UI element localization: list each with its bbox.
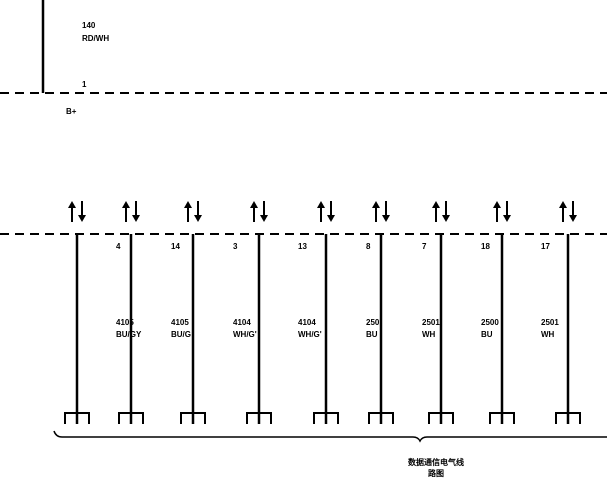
wire-color-3: WH/G'	[298, 330, 322, 339]
wire-pin-3: 13	[298, 242, 307, 251]
terminal-5	[368, 412, 394, 424]
top-wire-color: RD/WH	[82, 34, 110, 43]
terminal-2	[180, 412, 206, 424]
wire-pin-0: 4	[116, 242, 121, 251]
wire-circuit-4: 250	[366, 318, 380, 327]
wire-circuit-1: 4105	[171, 318, 189, 327]
bidirectional-arrow-icon	[184, 201, 202, 222]
wire-pin-7: 17	[541, 242, 550, 251]
wire-circuit-5: 2501	[422, 318, 440, 327]
top-wire-pin: 1	[82, 80, 87, 89]
wire-color-1: BU/G	[171, 330, 191, 339]
bidirectional-arrow-icon	[122, 201, 140, 222]
arrow-layer	[68, 201, 577, 222]
terminal-4	[313, 412, 339, 424]
bidirectional-arrow-icon	[250, 201, 268, 222]
wire-circuit-7: 2501	[541, 318, 559, 327]
bidirectional-arrow-icon	[68, 201, 86, 222]
terminal-6	[428, 412, 454, 424]
bus-bracket	[53, 430, 607, 443]
wire-pin-6: 18	[481, 242, 490, 251]
bplus-label: B+	[66, 107, 77, 116]
top-wire-circuit: 140	[82, 21, 96, 30]
wire-pin-2: 3	[233, 242, 238, 251]
diagram-caption: 数据通信电气线 路图	[398, 457, 474, 479]
wire-layer	[75, 234, 570, 424]
terminal-8	[555, 412, 581, 424]
wire-circuit-6: 2500	[481, 318, 499, 327]
terminal-0	[64, 412, 90, 424]
bidirectional-arrow-icon	[559, 201, 577, 222]
bidirectional-arrow-icon	[317, 201, 335, 222]
terminal-1	[118, 412, 144, 424]
wire-color-6: BU	[481, 330, 493, 339]
bidirectional-arrow-icon	[432, 201, 450, 222]
wire-pin-5: 7	[422, 242, 427, 251]
terminal-3	[246, 412, 272, 424]
wire-color-4: BU	[366, 330, 378, 339]
caption-line-2: 路图	[428, 469, 444, 478]
terminal-layer	[64, 412, 581, 424]
wire-pin-4: 8	[366, 242, 371, 251]
caption-line-1: 数据通信电气线	[408, 458, 464, 467]
bidirectional-arrow-icon	[372, 201, 390, 222]
wire-circuit-3: 4104	[298, 318, 316, 327]
wire-color-0: BU/GY	[116, 330, 142, 339]
wire-color-2: WH/G'	[233, 330, 257, 339]
terminal-7	[489, 412, 515, 424]
wire-color-7: WH	[541, 330, 555, 339]
bidirectional-arrow-icon	[493, 201, 511, 222]
wire-pin-1: 14	[171, 242, 180, 251]
wire-circuit-0: 4105	[116, 318, 134, 327]
wire-color-5: WH	[422, 330, 436, 339]
wire-circuit-2: 4104	[233, 318, 251, 327]
